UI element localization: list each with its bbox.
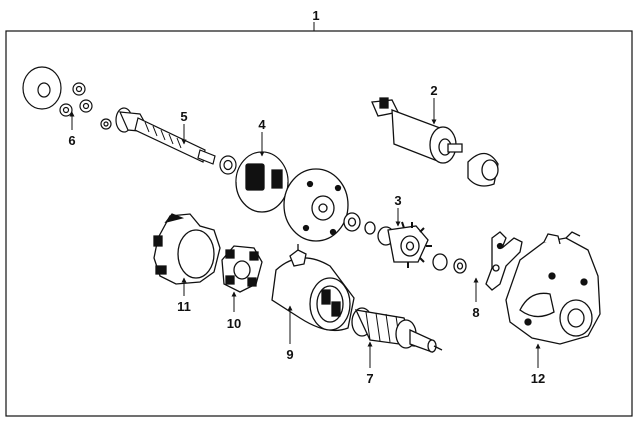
callout-11: 11 [177, 299, 191, 314]
callout-3: 3 [394, 193, 401, 208]
callout-2: 2 [430, 83, 437, 98]
solenoid-part [372, 98, 498, 186]
callout-7: 7 [366, 371, 373, 386]
planetary-gear-part [378, 222, 466, 273]
drive-housing-part [506, 232, 600, 344]
end-frame-part [154, 214, 220, 284]
callout-8: 8 [472, 305, 479, 320]
armature-part [352, 308, 442, 352]
callout-1: 1 [312, 8, 319, 23]
callout-6: 6 [68, 133, 75, 148]
assembly-frame [5, 30, 633, 417]
callout-10: 10 [227, 316, 241, 331]
leader-lines [69, 98, 541, 368]
yoke-housing-part [236, 152, 375, 241]
field-frame-part [272, 244, 354, 330]
drive-lever-part [486, 232, 522, 290]
washer-set-part [23, 67, 111, 129]
callout-4: 4 [258, 117, 266, 132]
callout-5: 5 [180, 109, 187, 124]
callout-labels: 1 2 3 4 5 6 7 8 9 10 11 12 [68, 8, 545, 386]
callout-9: 9 [286, 347, 293, 362]
drive-shaft-part [116, 108, 236, 174]
brush-holder-part [222, 246, 262, 292]
callout-12: 12 [531, 371, 545, 386]
